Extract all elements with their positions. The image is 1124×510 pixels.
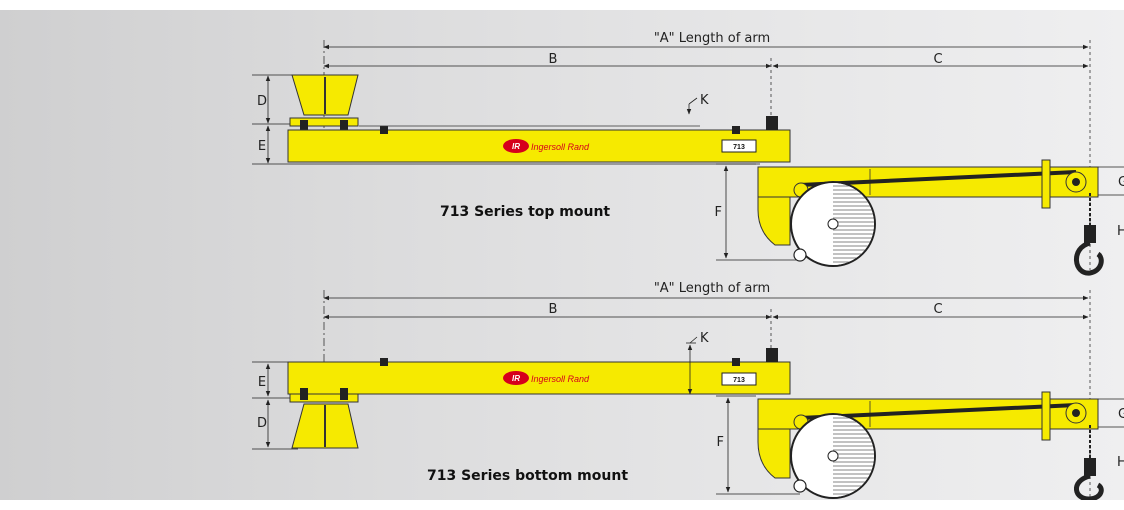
bottom-trolley-hub [1072, 409, 1080, 417]
top-hook-block [1084, 225, 1096, 243]
top-bracket-plate [289, 117, 359, 127]
bottom-pivot-nut [766, 348, 778, 362]
top-pivot-nut [766, 116, 778, 130]
top-arm-bolt-2 [732, 126, 740, 134]
bottom-dim-h-label: H [1117, 455, 1124, 470]
bottom-arm-bolt-2 [732, 358, 740, 366]
top-bolt-1 [300, 120, 308, 130]
bottom-model-tag-text: 713 [733, 377, 745, 384]
top-brand-text: Ingersoll Rand [531, 142, 590, 152]
top-dim-k-label: K [700, 93, 709, 108]
top-dim-g-label: G [1118, 175, 1124, 190]
bottom-caption: 713 Series bottom mount [427, 468, 628, 484]
top-drum-hub [827, 218, 839, 230]
bottom-dim-e-label: E [258, 375, 266, 390]
bottom-end-post [1041, 391, 1051, 441]
bottom-arm-beam [287, 361, 791, 395]
top-arm-bolt-1 [380, 126, 388, 134]
bottom-drum-foot [793, 479, 807, 493]
bottom-dim-a-label: "A" Length of arm [654, 281, 770, 296]
top-hook-icon [1074, 240, 1104, 276]
top-hoist-bracket [757, 196, 791, 246]
top-dim-a-label: "A" Length of arm [654, 31, 770, 46]
top-dim-f-label: F [715, 205, 722, 220]
top-dim-k-leader [688, 97, 698, 105]
top-model-tag-text: 713 [733, 144, 745, 151]
bottom-ir-logo-icon [503, 371, 529, 385]
bottom-hook-icon [1074, 473, 1104, 502]
top-drum-lines [833, 183, 874, 265]
bottom-dim-d-label: D [257, 416, 267, 431]
bottom-ir-logo-text: IR [512, 374, 520, 383]
top-end-post [1041, 159, 1051, 209]
bottom-bolt-2 [340, 388, 348, 400]
bottom-dim-k-leader [689, 336, 698, 344]
bottom-dim-f-label: F [717, 435, 724, 450]
top-arm-beam [287, 129, 791, 163]
top-dim-h-label: H [1117, 224, 1124, 239]
bottom-bolt-1 [300, 388, 308, 400]
top-ir-logo-icon [503, 139, 529, 153]
bottom-hoist-bracket [757, 428, 791, 479]
bottom-dim-c-label: C [933, 302, 942, 317]
bottom-hook-block [1084, 458, 1096, 476]
bottom-mount-assembly: "A" Length of arm B C E D K IR [252, 281, 1124, 502]
bottom-model-tag [721, 372, 757, 386]
top-model-tag [721, 139, 757, 153]
bottom-dim-k-label: K [700, 331, 709, 346]
top-cable [799, 170, 1077, 187]
top-dim-d-label: D [257, 94, 267, 109]
bottom-brand-text: Ingersoll Rand [531, 374, 590, 384]
top-dim-c-label: C [933, 52, 942, 67]
top-bolt-2 [340, 120, 348, 130]
bottom-drum-lines [833, 415, 874, 497]
bottom-dim-g-label: G [1118, 407, 1124, 422]
top-dim-e-label: E [258, 139, 266, 154]
top-ir-logo-text: IR [512, 142, 520, 151]
top-caption: 713 Series top mount [440, 204, 610, 220]
top-dim-b-label: B [549, 52, 558, 67]
top-drum-foot [793, 248, 807, 262]
bottom-drum-hub [827, 450, 839, 462]
bottom-bracket-plate [289, 393, 359, 403]
top-trolley-hub [1072, 178, 1080, 186]
bottom-arm-bolt-1 [380, 358, 388, 366]
top-mount-assembly: "A" Length of arm B C D E K [252, 31, 1124, 276]
bottom-dim-b-label: B [549, 302, 558, 317]
